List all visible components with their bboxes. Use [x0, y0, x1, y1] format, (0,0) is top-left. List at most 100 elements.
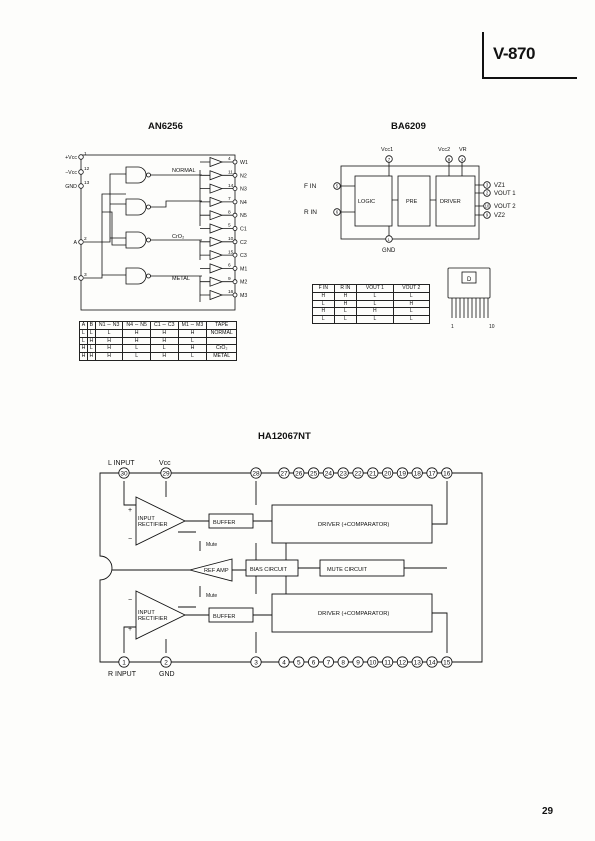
- svg-text:N3: N3: [240, 187, 247, 193]
- svg-text:20: 20: [384, 470, 392, 477]
- svg-text:7: 7: [388, 157, 391, 162]
- ba6209-title: BA6209: [391, 121, 426, 132]
- ha-pin-2: 2: [160, 656, 172, 668]
- ha-label-r-input: R INPUT: [108, 671, 137, 678]
- ha12067-title: HA12067NT: [258, 431, 311, 442]
- svg-text:5: 5: [297, 659, 301, 666]
- ha-input-rect-bottom-1: INPUT: [138, 610, 155, 616]
- svg-text:5: 5: [228, 223, 231, 229]
- ha-pin-22: 22: [352, 467, 364, 479]
- svg-text:3: 3: [486, 183, 489, 188]
- svg-text:11: 11: [384, 659, 391, 666]
- svg-text:22: 22: [354, 470, 362, 477]
- ha-pin-17: 17: [426, 467, 438, 479]
- svg-text:8: 8: [228, 209, 231, 215]
- svg-text:1: 1: [84, 151, 87, 157]
- header-rule-vertical: [482, 32, 484, 78]
- svg-text:17: 17: [428, 470, 436, 477]
- svg-text:21: 21: [369, 470, 377, 477]
- ha-pin-23: 23: [337, 467, 349, 479]
- svg-text:6: 6: [336, 210, 339, 215]
- an-right-pin-N4: 7N4: [228, 196, 247, 206]
- ha-label-vcc: Vcc: [159, 460, 171, 467]
- an-right-pin-W1: 4W1: [228, 156, 248, 166]
- svg-text:10: 10: [228, 236, 234, 242]
- ha-driver-bottom: DRIVER (+COMPARATOR): [318, 611, 389, 617]
- ha-mute-bottom: Mute: [206, 593, 217, 599]
- ha-pin-21: 21: [367, 467, 379, 479]
- ha-pin-13: 13: [411, 656, 423, 668]
- ha-pin-1: 1: [118, 656, 130, 668]
- ha-pin-8: 8: [337, 656, 349, 668]
- svg-text:C3: C3: [240, 253, 247, 259]
- svg-text:10: 10: [369, 659, 377, 666]
- ha-pin-6: 6: [307, 656, 320, 668]
- ha-label-l-input: L INPUT: [108, 460, 135, 467]
- ha-pin-28: 28: [250, 467, 262, 479]
- ha-sign-minus-top: −: [128, 536, 132, 543]
- ha-pin-15: 15: [441, 656, 453, 668]
- svg-text:B: B: [73, 276, 77, 282]
- svg-text:29: 29: [162, 470, 170, 477]
- ha-pin-16: 16: [441, 467, 453, 479]
- svg-text:VOUT 2: VOUT 2: [494, 204, 516, 210]
- svg-text:4: 4: [228, 156, 231, 162]
- svg-text:6: 6: [312, 659, 316, 666]
- ha-driver-top: DRIVER (+COMPARATOR): [318, 522, 389, 528]
- svg-text:C2: C2: [240, 240, 247, 246]
- svg-text:28: 28: [252, 470, 260, 477]
- ha-pin-29: 29: [160, 467, 172, 479]
- svg-text:5: 5: [336, 184, 339, 189]
- svg-text:16: 16: [228, 289, 234, 295]
- ha-ref-amp: REF AMP: [204, 568, 229, 574]
- svg-text:14: 14: [228, 183, 234, 189]
- svg-text:N2: N2: [240, 173, 247, 179]
- ha-input-rect-top-2: RECTIFIER: [138, 522, 168, 528]
- svg-text:W1: W1: [240, 160, 248, 166]
- svg-text:30: 30: [120, 470, 128, 477]
- svg-text:4: 4: [282, 659, 286, 666]
- an-right-pin-M1: 6M1: [228, 263, 247, 273]
- ha-pin-20: 20: [381, 467, 394, 479]
- svg-text:13: 13: [414, 659, 422, 666]
- svg-text:3: 3: [84, 272, 87, 278]
- svg-text:GND: GND: [65, 184, 77, 190]
- ba-gnd-num: 1: [388, 237, 391, 242]
- svg-text:N4: N4: [240, 200, 247, 206]
- ha-pin-3: 3: [250, 656, 262, 668]
- svg-text:13: 13: [84, 180, 90, 186]
- ha-pin-19: 19: [396, 467, 408, 479]
- svg-text:M3: M3: [240, 293, 247, 299]
- svg-text:15: 15: [443, 659, 451, 666]
- ha-pin-12: 12: [396, 656, 408, 668]
- svg-text:8: 8: [341, 659, 345, 666]
- svg-text:27: 27: [280, 470, 288, 477]
- svg-text:9: 9: [486, 213, 489, 218]
- page-number: 29: [542, 806, 554, 817]
- svg-text:+Vcc: +Vcc: [65, 155, 77, 161]
- svg-text:M2: M2: [240, 280, 247, 286]
- svg-text:Vcc2: Vcc2: [438, 147, 450, 153]
- ha-pin-4: 4: [278, 656, 290, 668]
- ha-bias-circuit: BIAS CIRCUIT: [250, 567, 288, 573]
- ha-pin-27: 27: [278, 467, 290, 479]
- svg-text:16: 16: [443, 470, 451, 477]
- svg-text:25: 25: [310, 470, 318, 477]
- svg-text:7: 7: [228, 196, 231, 202]
- an-label-cro2: CrO₂: [172, 234, 184, 240]
- ba-gnd-label: GND: [382, 248, 396, 254]
- svg-text:1: 1: [122, 659, 126, 666]
- svg-text:2: 2: [486, 191, 489, 196]
- ha-pin-18: 18: [411, 467, 423, 479]
- ba-top-pin-7: 7: [385, 155, 393, 166]
